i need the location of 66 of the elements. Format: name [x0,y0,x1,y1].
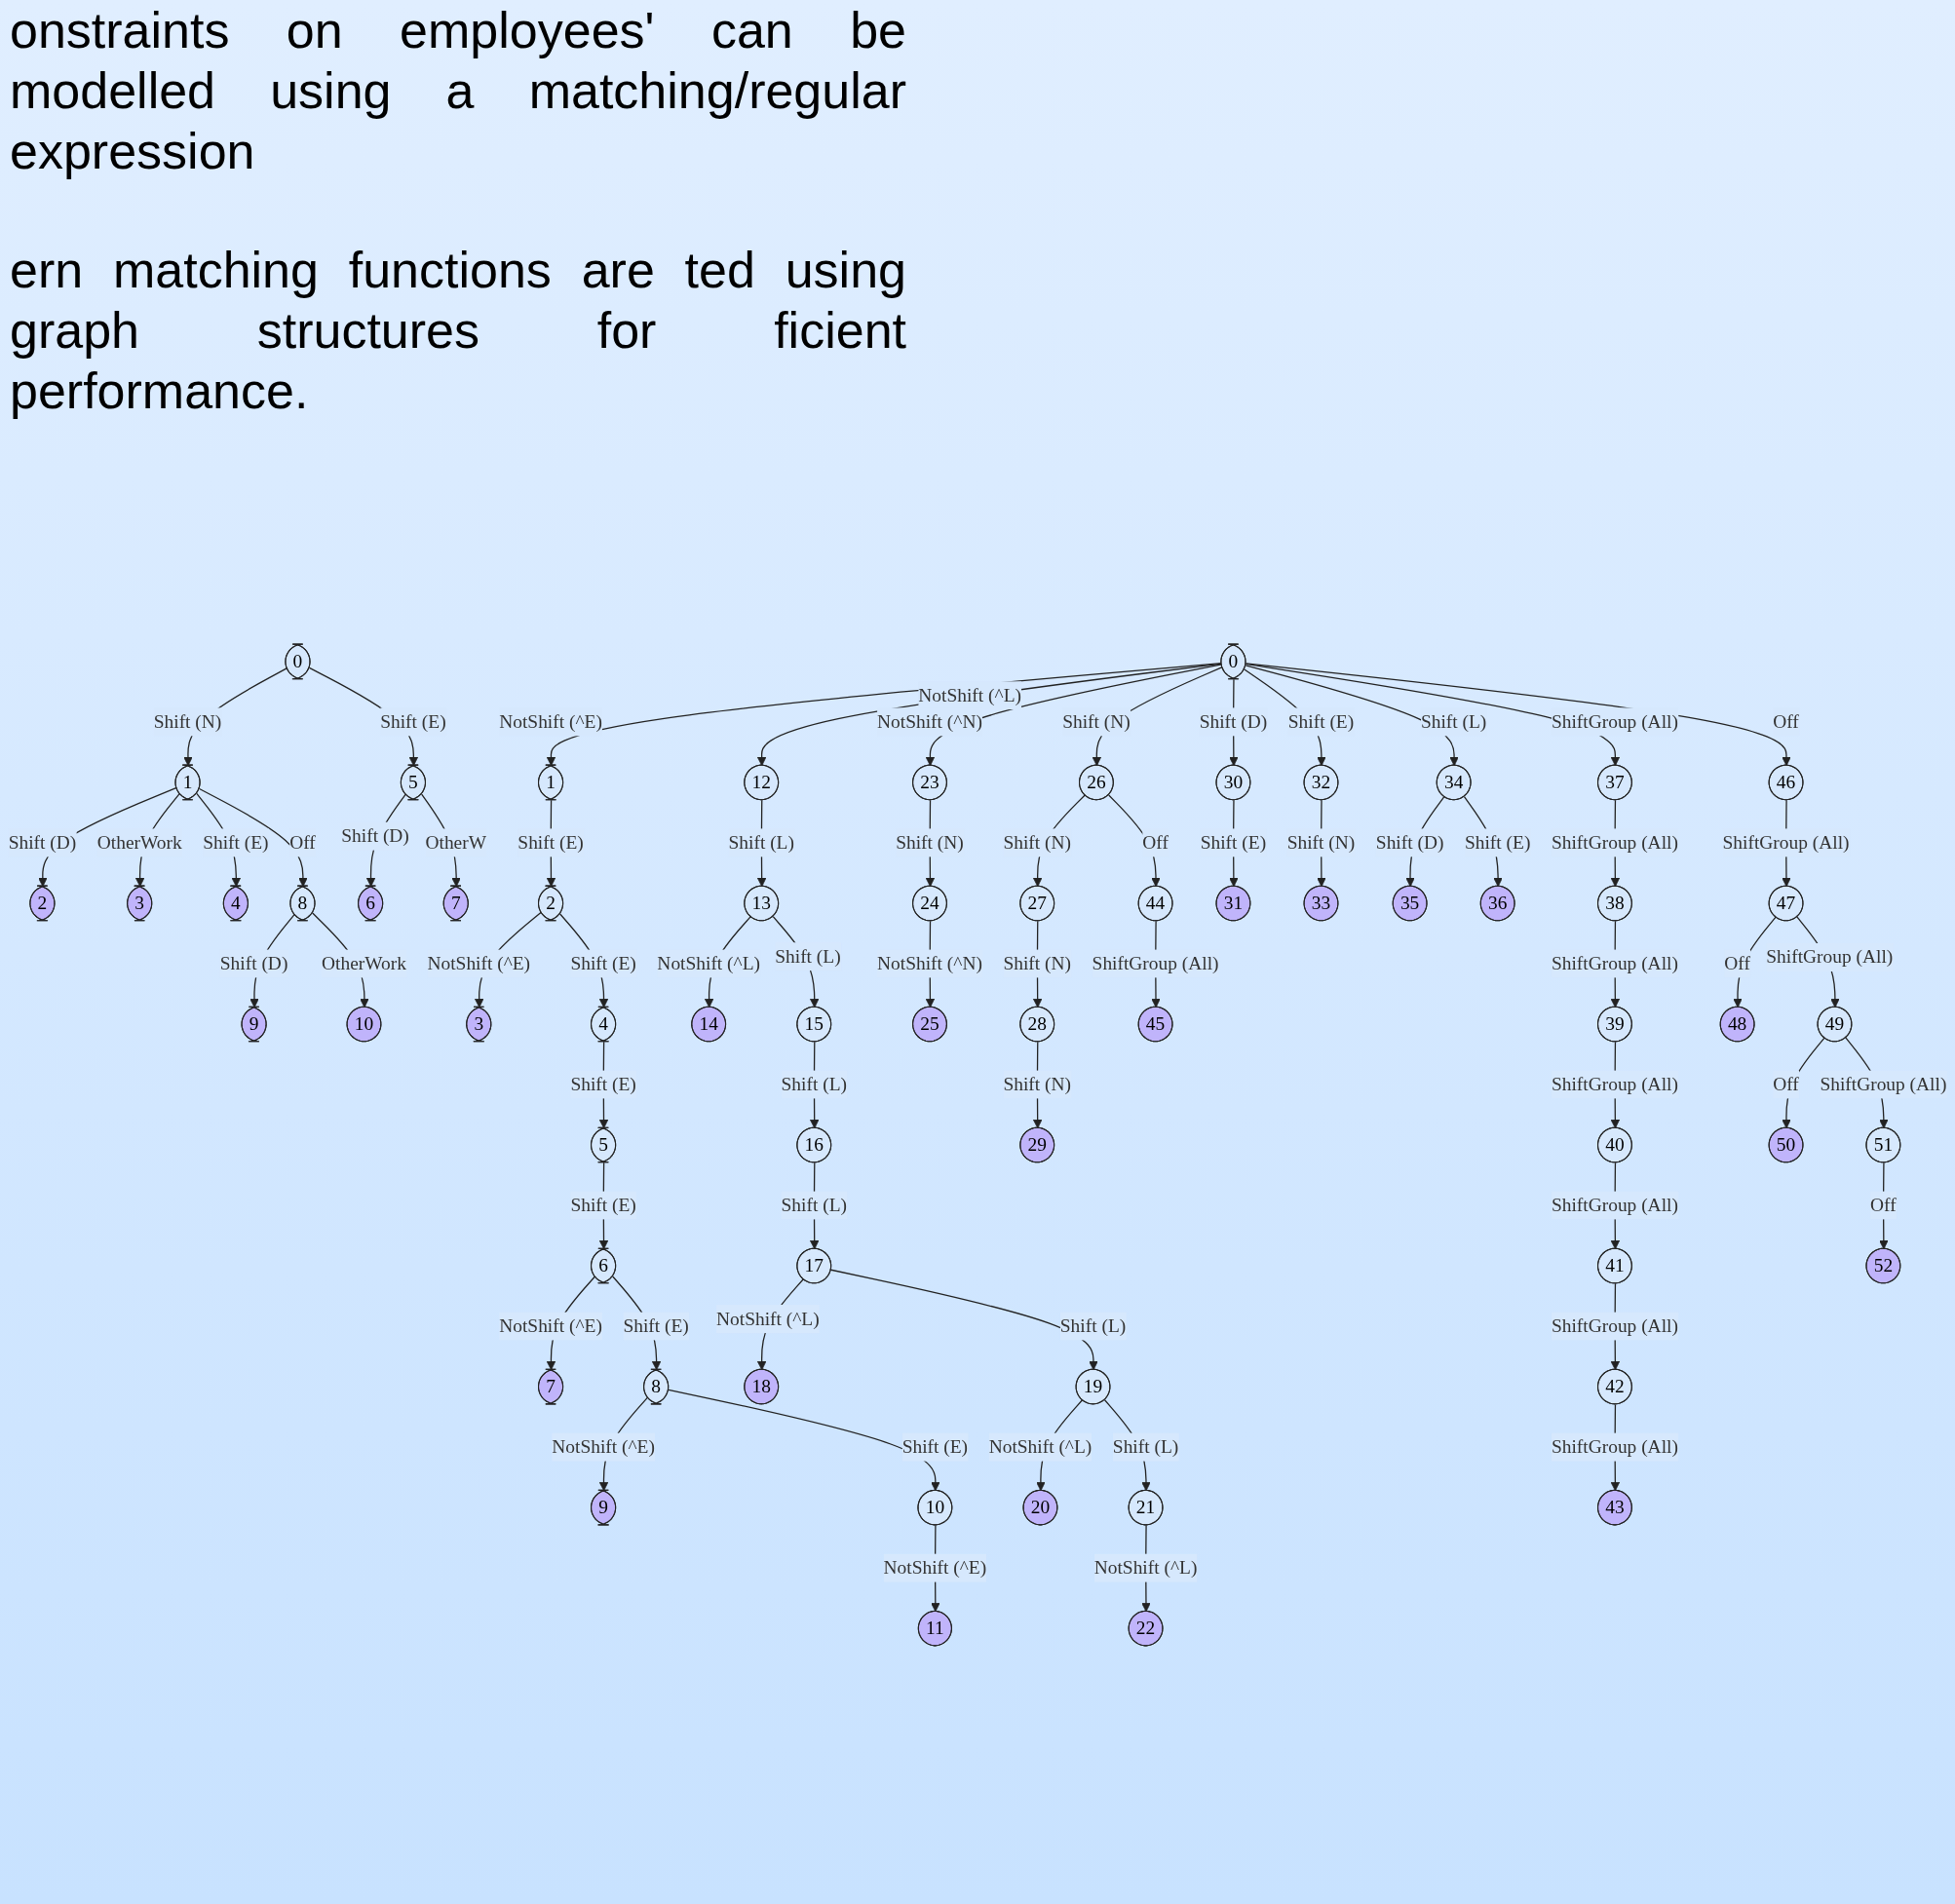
edge-label: Shift (L) [775,945,841,967]
edge-label: Shift (E) [570,1073,636,1095]
edge-label: ShiftGroup (All) [1551,710,1678,733]
edge-label: ShiftGroup (All) [1551,1194,1678,1216]
edge-label: NotShift (^E) [883,1556,987,1579]
paragraph: ern matching functions are ted using graph structures for ficient performance. [10,241,906,421]
arrow [668,1389,940,1492]
edge-label: Shift (L) [781,1073,847,1095]
edge-label: ShiftGroup (All) [1551,1073,1678,1095]
edge-label: ShiftGroup (All) [1092,952,1219,974]
edge-label: NotShift (^E) [427,952,531,974]
edge-label: ShiftGroup (All) [1551,952,1678,974]
edge-label: Off [1724,952,1750,974]
edge-label: Shift (E) [901,1435,969,1458]
edge-label: NotShift (^L) [988,1435,1092,1458]
edge-label: ShiftGroup (All) [1820,1073,1947,1095]
edge-label: Shift (N) [1062,710,1131,733]
edge-label: NotShift (^E) [499,1314,602,1337]
edge-label: Shift (E) [380,710,446,733]
arrow [830,1269,1098,1371]
edge-label: ShiftGroup (All) [1766,946,1894,968]
edge-label: Shift (D) [1199,710,1268,733]
edge-label: Shift (L) [781,1194,847,1216]
edge-label: Shift (N) [1286,831,1356,854]
edge-label: Shift (E) [570,952,636,974]
edge-label: ShiftGroup (All) [1551,1314,1678,1337]
edge-label: Shift (N) [1003,1073,1072,1095]
edge-label: NotShift (^L) [716,1308,820,1329]
edge-label: ShiftGroup (All) [1551,831,1678,854]
edge-label: Shift (E) [1200,831,1267,854]
edge-label: Shift (E) [1464,831,1531,854]
edge-label: Shift (L) [728,831,794,854]
edge-label: NotShift (^L) [918,684,1021,706]
edge-label: NotShift (^E) [499,710,602,733]
edge-label: Off [1870,1194,1897,1216]
edge-label: Off [1773,710,1799,733]
edge-label: Shift (E) [518,831,584,854]
edge-label: Shift (E) [203,831,269,854]
edge-label: OtherWork [322,952,406,974]
edge-label: NotShift (^N) [877,710,982,733]
edge-label: Shift (N) [1003,831,1072,854]
edge-label: Shift (D) [8,831,77,854]
edge-label: NotShift (^E) [552,1435,655,1458]
edge-label: Shift (D) [1375,831,1444,854]
edge-label: Off [289,831,316,854]
edge-label: Shift (L) [1112,1435,1179,1458]
edge-label: NotShift (^L) [1093,1556,1198,1579]
edge-label: Shift (E) [623,1314,689,1337]
edge-label: ShiftGroup (All) [1551,1435,1678,1458]
edge-label: Shift (L) [1059,1314,1127,1337]
edge-label: Off [1773,1073,1799,1095]
edge-label: Shift (D) [219,952,288,974]
edge-label: Shift (N) [153,710,222,733]
edge-label: ShiftGroup (All) [1722,831,1850,854]
edge-label: Shift (N) [896,831,964,854]
edge-label: Shift (E) [1287,710,1355,733]
edge-label: Off [1142,831,1169,854]
edge-label: Shift (N) [1003,952,1072,974]
edge-label: Shift (D) [341,824,409,847]
paragraph: onstraints on employees' can be modelled using a matching/regular expression [10,1,906,181]
edge-label: OtherW [425,831,487,854]
edge-label: NotShift (^L) [657,952,760,974]
edge-label: Shift (L) [1420,710,1487,733]
edge-label: NotShift (^N) [877,952,982,974]
edge-label: Shift (E) [570,1194,636,1216]
edge-label: OtherWork [96,831,182,854]
